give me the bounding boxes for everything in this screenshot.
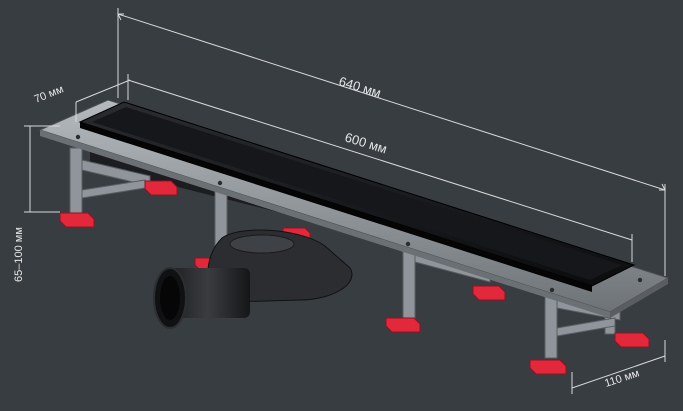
label-grate-width: 70 мм — [33, 83, 66, 106]
leg-front-left — [69, 147, 83, 219]
label-overall-length: 640 мм — [337, 74, 383, 101]
drain-grate — [78, 101, 636, 292]
dimension-lines — [24, 8, 666, 394]
foot-2 — [144, 180, 178, 196]
foot-7 — [529, 359, 567, 375]
dim-line-640 — [117, 13, 666, 191]
siphon-outlet — [153, 229, 353, 329]
dim-line-600 — [127, 79, 633, 241]
label-height-range: 65–100 мм — [13, 227, 25, 282]
dim-line-110 — [571, 355, 666, 389]
dim-line-70 — [75, 79, 131, 103]
label-grate-length: 600 мм — [343, 130, 389, 157]
foot-1 — [59, 212, 95, 228]
foot-8 — [614, 332, 650, 348]
foot-6 — [472, 285, 506, 301]
foot-5 — [385, 317, 421, 333]
